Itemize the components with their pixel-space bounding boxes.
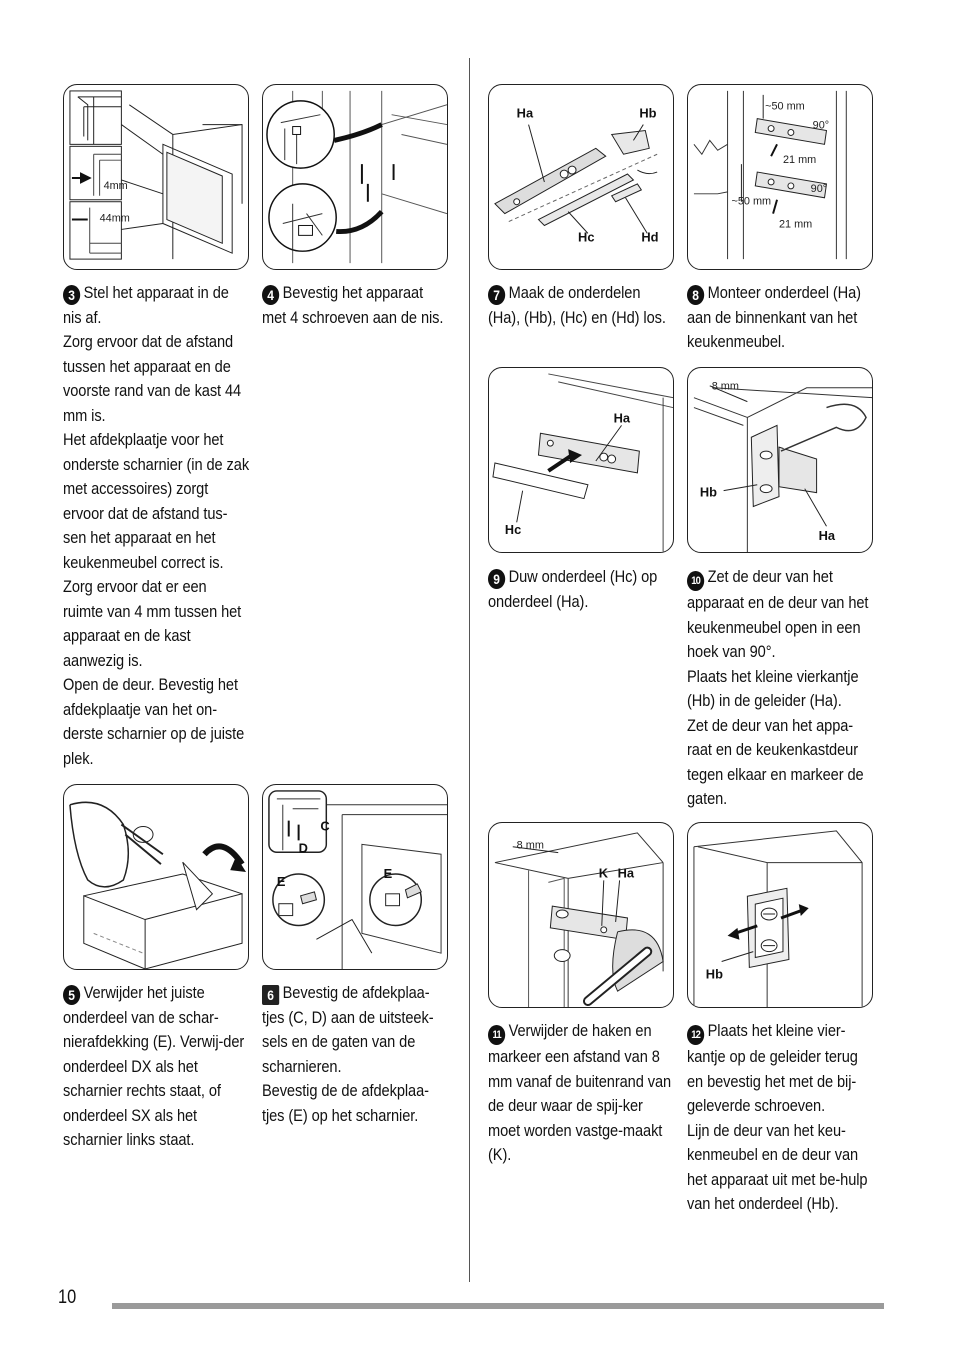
label-c: C xyxy=(320,819,329,834)
step-number-badge: 4 xyxy=(262,285,280,305)
dim-50mm-bottom: ~50 mm xyxy=(732,196,772,208)
figure-step-8: ~50 mm 90° 21 mm 90° ~50 mm 21 mm xyxy=(687,84,873,270)
align-doors-hb-illustration: Hb xyxy=(693,830,863,1007)
step-3-line-3: Het afdekplaatje voor het onderste schar… xyxy=(63,430,250,572)
label-ha: Ha xyxy=(614,410,631,425)
push-hc-on-ha-illustration: Ha Hc xyxy=(492,373,673,552)
attach-covers-c-d-e-illustration: C D E E xyxy=(268,790,447,969)
dim-21mm-top: 21 mm xyxy=(783,154,816,166)
figure-step-6: C D E E xyxy=(262,784,448,970)
figure-step-3: 4mm 44mm xyxy=(63,84,249,270)
step-3-line-2: Zorg ervoor dat de afstand tussen het ap… xyxy=(63,332,242,425)
dim-4mm: 4mm xyxy=(104,180,128,192)
step-number-badge: 8 xyxy=(687,285,705,305)
angle-90-bottom: 90° xyxy=(811,183,827,195)
step-number-badge: 5 xyxy=(63,985,81,1005)
step-number-badge: 3 xyxy=(63,285,81,305)
label-hb: Hb xyxy=(700,485,717,500)
step-12-line-1: Plaats het kleine vier-kantje op de gele… xyxy=(687,1021,858,1115)
step-number-badge: 11 xyxy=(488,1025,506,1045)
dim-50mm-top: ~50 mm xyxy=(765,101,805,113)
step-number-badge: 10 xyxy=(687,571,705,591)
label-ha: Ha xyxy=(819,528,836,543)
label-hc: Hc xyxy=(578,229,594,244)
figure-step-5 xyxy=(63,784,249,970)
step-3-line-5: Open de deur. Bevestig het afdekplaatje … xyxy=(63,675,245,768)
step-10-line-3: Zet de deur van het appa-raat en de keuk… xyxy=(687,715,864,809)
step-8-line-1: Monteer onderdeel (Ha) aan de binnenkant… xyxy=(687,283,861,351)
cut-hinge-cover-illustration xyxy=(69,801,247,969)
screws-fixing-illustration xyxy=(266,90,447,264)
step-12-line-2: Lijn de deur van het keu-kenmeubel en de… xyxy=(687,1120,868,1214)
column-divider xyxy=(469,58,470,1282)
cabinet-niche-illustration: 4mm 44mm xyxy=(69,90,243,260)
dim-8mm: 8 mm xyxy=(517,840,544,852)
step-4-line-1: Bevestig het apparaat met 4 schroeven aa… xyxy=(262,283,444,327)
label-e-left: E xyxy=(277,874,286,889)
mounting-ha-illustration: ~50 mm 90° 21 mm 90° ~50 mm 21 mm xyxy=(693,90,847,260)
step-number-badge: 7 xyxy=(488,285,506,305)
label-hb: Hb xyxy=(706,966,723,981)
step-3-line-1: Stel het apparaat in de nis af. xyxy=(63,283,229,327)
step-10-line-2: Plaats het kleine vierkantje (Hb) in de … xyxy=(687,666,859,711)
figure-step-9: Ha Hc xyxy=(488,367,674,553)
step-5-line-1: Verwijder het juiste onderdeel van de sc… xyxy=(63,983,245,1149)
figure-step-10: 8 mm Hb Ha xyxy=(687,367,873,553)
label-e-right: E xyxy=(384,866,393,881)
label-ha: Ha xyxy=(517,106,534,121)
dim-8mm: 8 mm xyxy=(712,381,739,393)
label-hd: Hd xyxy=(641,229,658,244)
mark-8mm-k-illustration: 8 mm K Ha xyxy=(494,832,664,1007)
step-3-line-4: Zorg ervoor dat er een ruimte van 4 mm t… xyxy=(63,577,242,670)
label-ha: Ha xyxy=(618,865,635,880)
label-hc: Hc xyxy=(505,522,521,537)
dim-21mm-bottom: 21 mm xyxy=(779,218,812,230)
step-number-badge: 6 xyxy=(262,985,280,1005)
label-d: D xyxy=(299,840,308,855)
footer-rule xyxy=(112,1303,884,1309)
place-hb-in-ha-illustration: 8 mm Hb Ha xyxy=(693,381,872,552)
step-10-line-1: Zet de deur van het apparaat en de deur … xyxy=(687,567,869,661)
step-6-line-2: Bevestig de de afdekplaa-tjes (E) op het… xyxy=(262,1081,429,1125)
parts-ha-hb-hc-hd-illustration: Ha Hb Hc Hd xyxy=(494,106,659,244)
page-number: 10 xyxy=(58,1287,77,1308)
step-11-line-1: Verwijder de haken en markeer een afstan… xyxy=(488,1021,672,1164)
step-6-line-1: Bevestig de afdekplaa-tjes (C, D) aan de… xyxy=(262,983,434,1076)
dim-44mm: 44mm xyxy=(100,213,130,225)
step-9-line-1: Duw onderdeel (Hc) op onderdeel (Ha). xyxy=(488,567,658,611)
label-hb: Hb xyxy=(639,106,656,121)
figure-step-7: Ha Hb Hc Hd xyxy=(488,84,674,270)
step-7-line-1: Maak de onderdelen (Ha), (Hb), (Hc) en (… xyxy=(488,283,666,327)
step-number-badge: 9 xyxy=(488,569,506,589)
step-number-badge: 12 xyxy=(687,1025,705,1045)
figure-step-4 xyxy=(262,84,448,270)
figure-step-11: 8 mm K Ha xyxy=(488,822,674,1008)
angle-90-top: 90° xyxy=(813,120,829,132)
label-k: K xyxy=(599,865,609,880)
figure-step-12: Hb xyxy=(687,822,873,1008)
